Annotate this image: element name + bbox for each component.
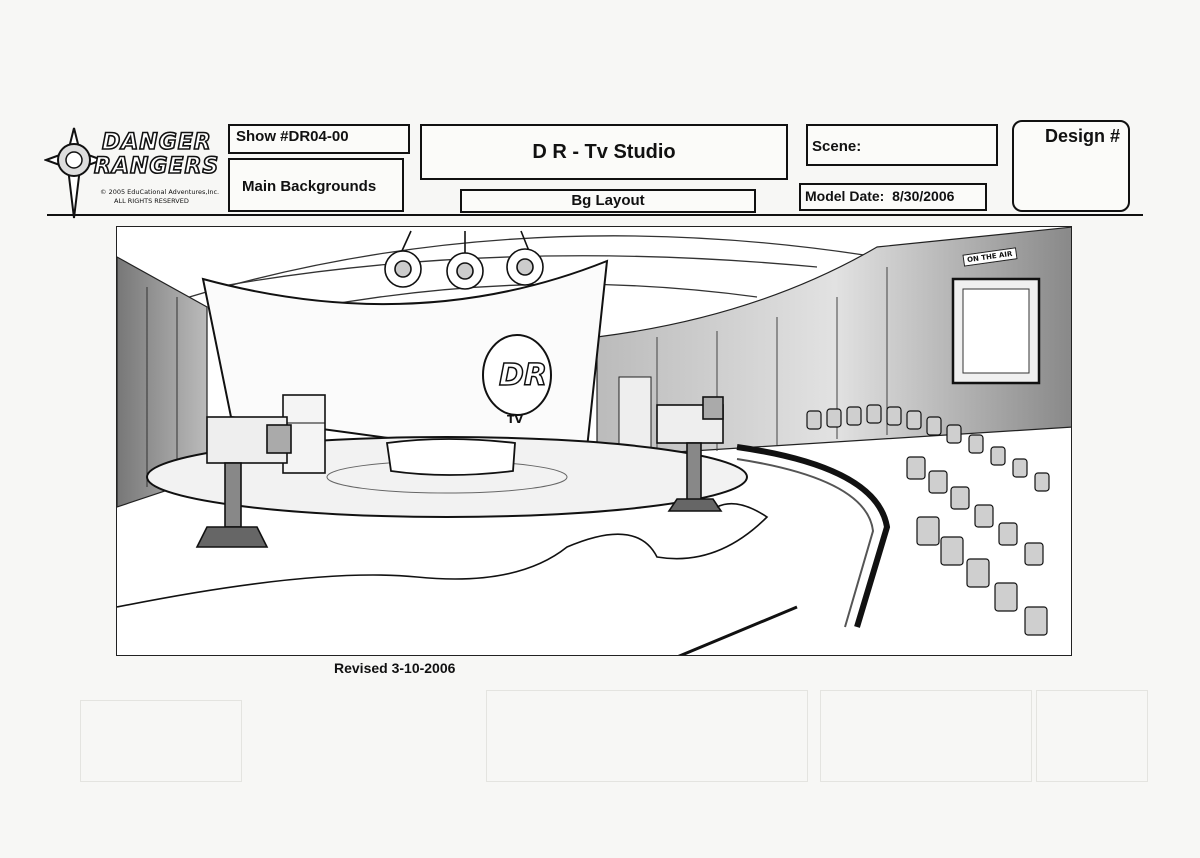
show-value: DR04-00 bbox=[288, 128, 349, 145]
bleed-through-box bbox=[80, 700, 242, 782]
danger-rangers-logo: DANGER RANGERS © 2005 EduCational Advent… bbox=[44, 126, 224, 220]
logo-copyright: © 2005 EduCational Adventures,Inc. ALL R… bbox=[100, 188, 219, 206]
compass-emblem-icon bbox=[44, 127, 104, 219]
design-number-field: Design # bbox=[1012, 120, 1130, 212]
tv-studio-layout-drawing: DR TV bbox=[116, 226, 1072, 656]
scene-field: Scene: bbox=[806, 124, 998, 166]
backdrop-logo-sub: TV bbox=[507, 413, 524, 426]
studio-lights bbox=[384, 230, 544, 290]
model-date-label: Model Date: bbox=[805, 188, 885, 204]
model-date-field: Model Date: 8/30/2006 bbox=[799, 183, 987, 211]
studio-sketch: DR TV bbox=[117, 227, 1071, 655]
page-title: D R - Tv Studio bbox=[420, 124, 788, 180]
show-number-field: Show #DR04-00 bbox=[228, 124, 410, 154]
logo-word-danger: DANGER bbox=[101, 129, 212, 156]
camera-cables bbox=[117, 502, 769, 608]
tv-camera-right bbox=[656, 396, 724, 512]
fridge-prop bbox=[282, 394, 326, 474]
foreground-ledge bbox=[677, 605, 798, 655]
logo-word-rangers: RANGERS bbox=[93, 153, 220, 180]
copyright-line-1: © 2005 EduCational Adventures,Inc. bbox=[100, 188, 220, 196]
tv-camera-left bbox=[195, 416, 292, 548]
studio-door bbox=[618, 376, 652, 454]
model-date-value: 8/30/2006 bbox=[892, 188, 955, 204]
main-backgrounds-field: Main Backgrounds bbox=[228, 158, 404, 212]
anchor-desk bbox=[385, 438, 516, 476]
bleed-through-box bbox=[820, 690, 1032, 782]
revised-date: Revised 3-10-2006 bbox=[334, 660, 456, 676]
bg-layout-field: Bg Layout bbox=[460, 189, 756, 213]
header-divider bbox=[47, 214, 1143, 216]
copyright-line-2: ALL RIGHTS RESERVED bbox=[114, 197, 189, 205]
show-label: Show # bbox=[236, 128, 289, 145]
bleed-through-box bbox=[1036, 690, 1148, 782]
audience-rail bbox=[736, 444, 891, 628]
backdrop-logo-text: DR bbox=[499, 358, 547, 393]
backdrop-logo-icon bbox=[482, 334, 552, 416]
audience-seats bbox=[806, 404, 1050, 636]
bleed-through-box bbox=[486, 690, 808, 782]
